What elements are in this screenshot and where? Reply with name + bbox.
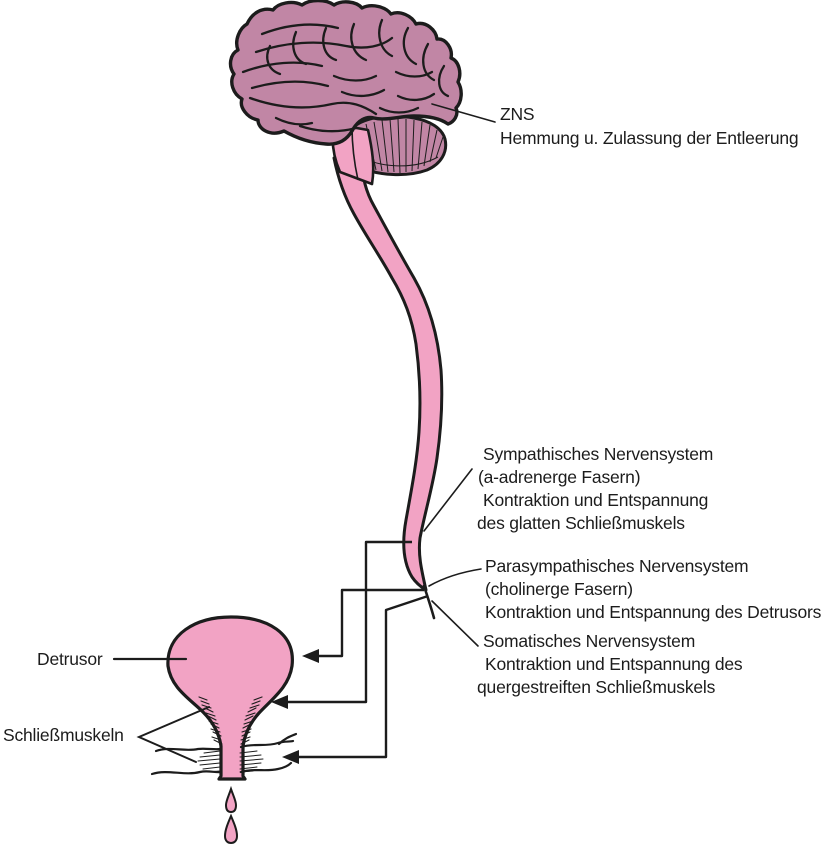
label-pointers: [112, 103, 496, 763]
sympathetic-label-line2: (a-adrenerge Fasern): [478, 467, 640, 487]
sphincters-label: Schließmuskeln: [3, 725, 124, 745]
urine-drops: [223, 785, 239, 844]
cerebrum: [228, 0, 463, 146]
brain-illustration: [228, 0, 463, 186]
sympathetic-label-line3: Kontraktion und Entspannung: [483, 490, 708, 510]
zns-pointer-line: [431, 103, 496, 123]
detrusor-label: Detrusor: [37, 649, 103, 669]
zns-label: ZNS: [500, 104, 534, 124]
urine-drop-small: [224, 785, 238, 814]
arrowhead-smooth-sphincter: [271, 695, 288, 709]
bladder-detrusor-shape: [166, 615, 294, 781]
parasympathetic-label-line1: Parasympathisches Nervensystem: [485, 556, 748, 576]
parasympathetic-label-line2: (cholinerge Fasern): [485, 579, 633, 599]
sympathetic-pointer-line: [423, 468, 473, 532]
somatic-label-line1: Somatisches Nervensystem: [483, 631, 695, 651]
spinal-cord: [332, 156, 444, 620]
connector-somatic: [297, 594, 429, 759]
arrowhead-detrusor: [302, 649, 319, 663]
sympathetic-label-line4: des glatten Schließmuskels: [477, 513, 685, 533]
zns-description: Hemmung u. Zulassung der Entleerung: [500, 128, 798, 148]
sympathetic-label-line1: Sympathisches Nervensystem: [483, 444, 713, 464]
connector-parasympathetic: [317, 588, 424, 658]
bladder: [166, 615, 294, 781]
somatic-label-line3: quergestreiften Schließmuskels: [477, 677, 716, 697]
smooth-sphincter-hatching: [198, 696, 263, 745]
somatic-pointer-line: [431, 600, 479, 647]
spinal-cord-shape: [332, 156, 444, 592]
parasympathetic-pointer-line: [428, 568, 482, 587]
urine-drop-large: [223, 813, 239, 844]
spinal-cord-tail: [422, 584, 436, 620]
nerve-connectors: [271, 540, 429, 764]
text-labels: ZNS Hemmung u. Zulassung der Entleerung …: [3, 104, 822, 745]
somatic-label-line2: Kontraktion und Entspannung des: [485, 654, 743, 674]
arrowhead-striated-sphincter: [282, 750, 299, 764]
gyri-lines: [241, 18, 450, 133]
striated-sphincter-hatching: [197, 750, 264, 773]
sphincters-pointer-lines: [136, 706, 210, 763]
connector-sympathetic: [286, 540, 412, 704]
parasympathetic-label-line3: Kontraktion und Entspannung des Detrusor…: [485, 602, 822, 622]
